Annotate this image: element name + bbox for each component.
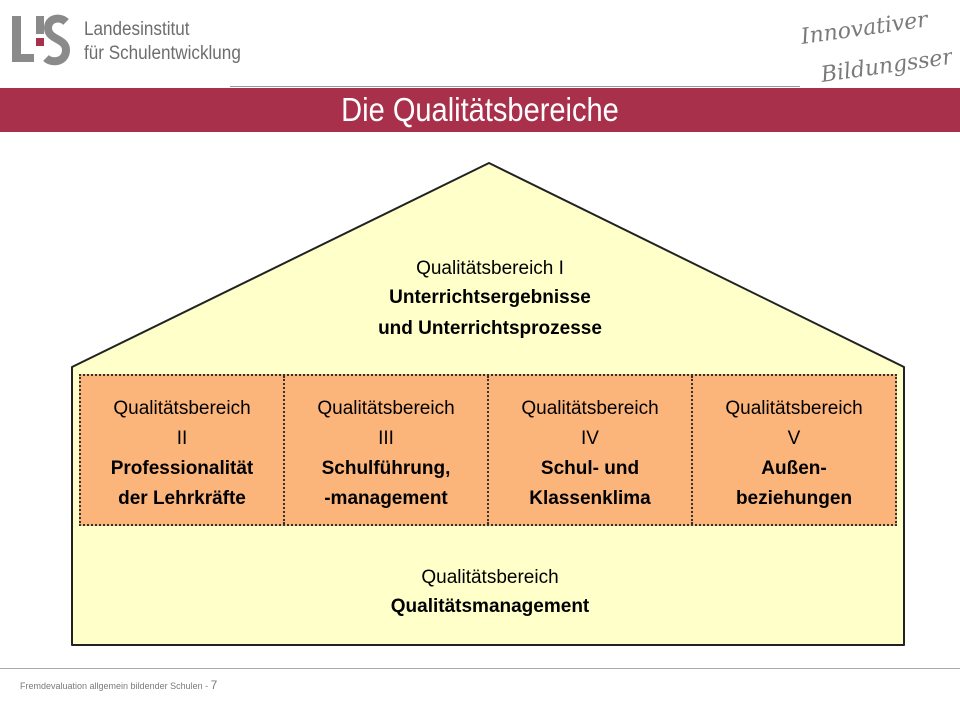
pillars-row: Qualitätsbereich II Professionalität der… [79,374,897,526]
pillar-numeral: II [176,428,188,449]
institute-name-line2: für Schulentwicklung [84,43,241,64]
pillar-ii: Qualitätsbereich II Professionalität der… [81,376,285,524]
pillar-v: Qualitätsbereich V Außen- beziehungen [693,376,895,524]
footer-rule [0,668,960,669]
base-label: Qualitätsbereich [421,567,559,588]
pillar-label: Qualitätsbereich [113,398,251,419]
pillar-numeral: V [787,428,801,449]
footer: Fremdevaluation allgemein bildender Schu… [20,678,217,692]
page-number: 7 [210,678,218,692]
roof-title-line2: und Unterrichtsprozesse [378,318,602,339]
pillar-title-line2: der Lehrkräfte [118,488,246,509]
header-rule [230,86,800,87]
pillar-iv: Qualitätsbereich IV Schul- und Klassenkl… [489,376,693,524]
page-title: Die Qualitätsbereiche [341,91,619,128]
pillar-title-line1: Schul- und [540,458,640,479]
institute-name: Landesinstitut für Schulentwicklung [84,18,241,66]
pillar-label: Qualitätsbereich [317,398,455,419]
pillar-numeral: IV [581,428,599,449]
base-title: Qualitätsmanagement [390,596,590,617]
pillar-numeral: III [378,428,394,449]
pillar-title-line2: -management [324,488,448,509]
institute-name-line1: Landesinstitut [84,19,190,40]
pillar-label: Qualitätsbereich [725,398,863,419]
innovativer-bildungsservice-signature: Innovativer Bildungsservice [798,14,952,88]
title-band: Die Qualitätsbereiche [0,88,960,132]
pillar-iii: Qualitätsbereich III Schulführung, -mana… [285,376,489,524]
roof-title-line1: Unterrichtsergebnisse [389,287,591,308]
pillar-title-line1: Professionalität [110,458,254,479]
pillar-title-line1: Schulführung, [321,458,451,479]
pillar-title-line2: beziehungen [735,488,853,509]
pillar-title-line2: Klassenklima [529,488,651,509]
lis-logo [12,14,70,66]
roof-label: Qualitätsbereich I [416,258,564,279]
footer-text: Fremdevaluation allgemein bildender Schu… [20,681,211,691]
pillar-title-line1: Außen- [761,458,827,479]
pillar-label: Qualitätsbereich [521,398,659,419]
